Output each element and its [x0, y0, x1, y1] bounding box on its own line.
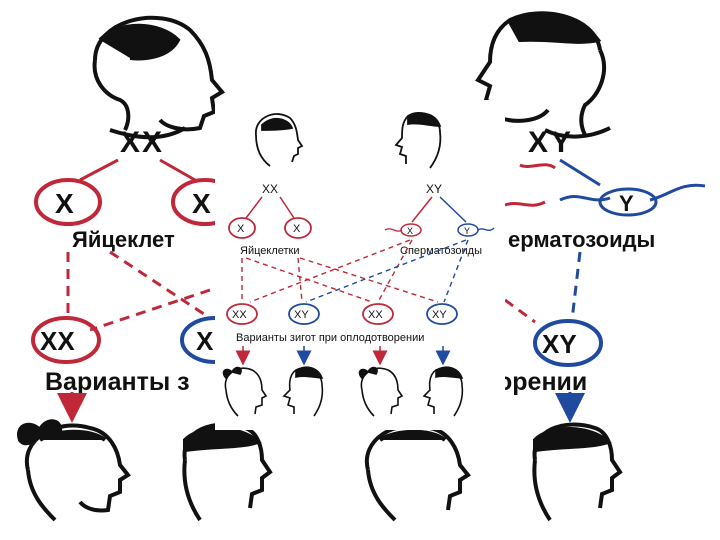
inset-zygote-4 — [426, 303, 458, 325]
bg-egg-left — [34, 178, 102, 226]
bg-sperm-label: ерматозоиды — [508, 227, 655, 252]
inset-egg-1 — [228, 217, 256, 239]
bg-father-genotype: XY — [528, 126, 574, 159]
inset-zygotes-label: Варианты зигот при оплодотворении — [236, 332, 424, 344]
inset-zygote-3 — [362, 303, 394, 325]
inset-egg-2-label: X — [293, 223, 301, 235]
bg-daughter-right-icon — [364, 423, 471, 522]
bg-sperm-tail — [559, 194, 611, 202]
bg-zygote-left — [31, 316, 101, 364]
bg-variants-label-right: орении — [497, 368, 587, 396]
inset-zygote-4-label: XY — [432, 309, 447, 321]
bg-egg-right-label: X — [192, 188, 211, 219]
bg-sperm-right-label: Y — [619, 191, 634, 216]
inset-egg-1-label: X — [237, 223, 245, 235]
inset-father-genotype: XY — [426, 182, 442, 196]
inset-father-portrait-icon — [394, 111, 442, 169]
bg-zygote-left-label: XX — [40, 326, 75, 356]
inset-sperm-1-label: X — [407, 226, 413, 236]
bg-zygote-right — [533, 319, 603, 367]
bg-zygote-right-label: XY — [542, 329, 577, 359]
inset-sperm-label: Сперматозоиды — [400, 245, 482, 257]
inset-mother-portrait-icon — [255, 113, 304, 167]
bg-mother-genotype: XX — [120, 126, 164, 159]
bg-sperm-right — [598, 187, 658, 217]
bg-son-right-icon — [532, 422, 623, 522]
mother-portrait-icon — [92, 15, 226, 140]
bg-son-left-icon — [182, 422, 273, 522]
inset-egg-2 — [284, 217, 312, 239]
inset-zygote-2 — [288, 303, 320, 325]
inset-zygote-1 — [226, 303, 258, 325]
inset-sperm-1 — [400, 223, 422, 237]
inset-zygote-3-label: XX — [368, 309, 383, 321]
bg-variants-label-left: Варианты з — [45, 368, 190, 396]
inset-daughter-2-icon — [358, 366, 404, 417]
bg-eggs-label: Яйцеклет — [72, 227, 175, 252]
inset-mother-genotype: XX — [262, 182, 278, 196]
bg-daughter-left-icon — [17, 419, 131, 522]
inset-son-1-icon — [282, 366, 324, 417]
inset-son-2-icon — [422, 366, 464, 417]
inset-zygote-1-label: XX — [232, 309, 247, 321]
inset-sperm-2-label: Y — [464, 226, 470, 236]
bg-zygote-mid-label: X — [196, 326, 214, 356]
inset-zygote-2-label: XY — [294, 309, 309, 321]
inset-daughter-1-icon — [222, 366, 268, 417]
father-portrait-icon — [475, 11, 611, 139]
bg-egg-left-label: X — [55, 188, 74, 219]
inset-eggs-label: Яйцеклетки — [240, 245, 300, 257]
